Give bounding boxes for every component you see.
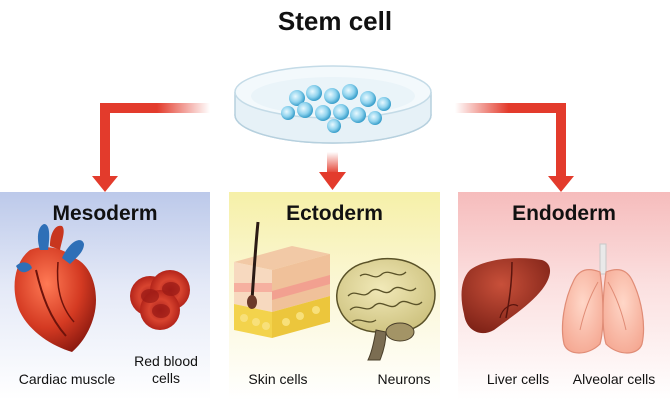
label-cardiac-muscle: Cardiac muscle: [18, 371, 116, 387]
label-alveolar-cells: Alveolar cells: [572, 371, 656, 387]
liver-icon: [461, 258, 551, 334]
label-red-blood-cells: Red blood cells: [124, 353, 208, 387]
label-neurons: Neurons: [377, 371, 431, 387]
ectoderm-title: Ectoderm: [286, 202, 383, 225]
label-liver-cells: Liver cells: [486, 371, 550, 387]
heart-icon: [14, 224, 97, 352]
arrow-center: [319, 152, 346, 190]
petri-dish-icon: [234, 65, 432, 144]
mesoderm-title: Mesoderm: [52, 202, 158, 225]
arrow-right: [455, 103, 574, 192]
arrow-left: [92, 103, 210, 192]
brain-icon: [335, 257, 436, 361]
endoderm-title: Endoderm: [512, 202, 616, 225]
lungs-icon: [561, 243, 645, 354]
skin-layer-icon: [234, 221, 330, 338]
red-blood-cells-icon: [130, 270, 190, 330]
label-red-blood-line2: cells: [151, 370, 180, 386]
diagram-title: Stem cell: [277, 6, 393, 36]
label-skin-cells: Skin cells: [248, 371, 308, 387]
label-red-blood-line1: Red blood: [134, 353, 198, 369]
